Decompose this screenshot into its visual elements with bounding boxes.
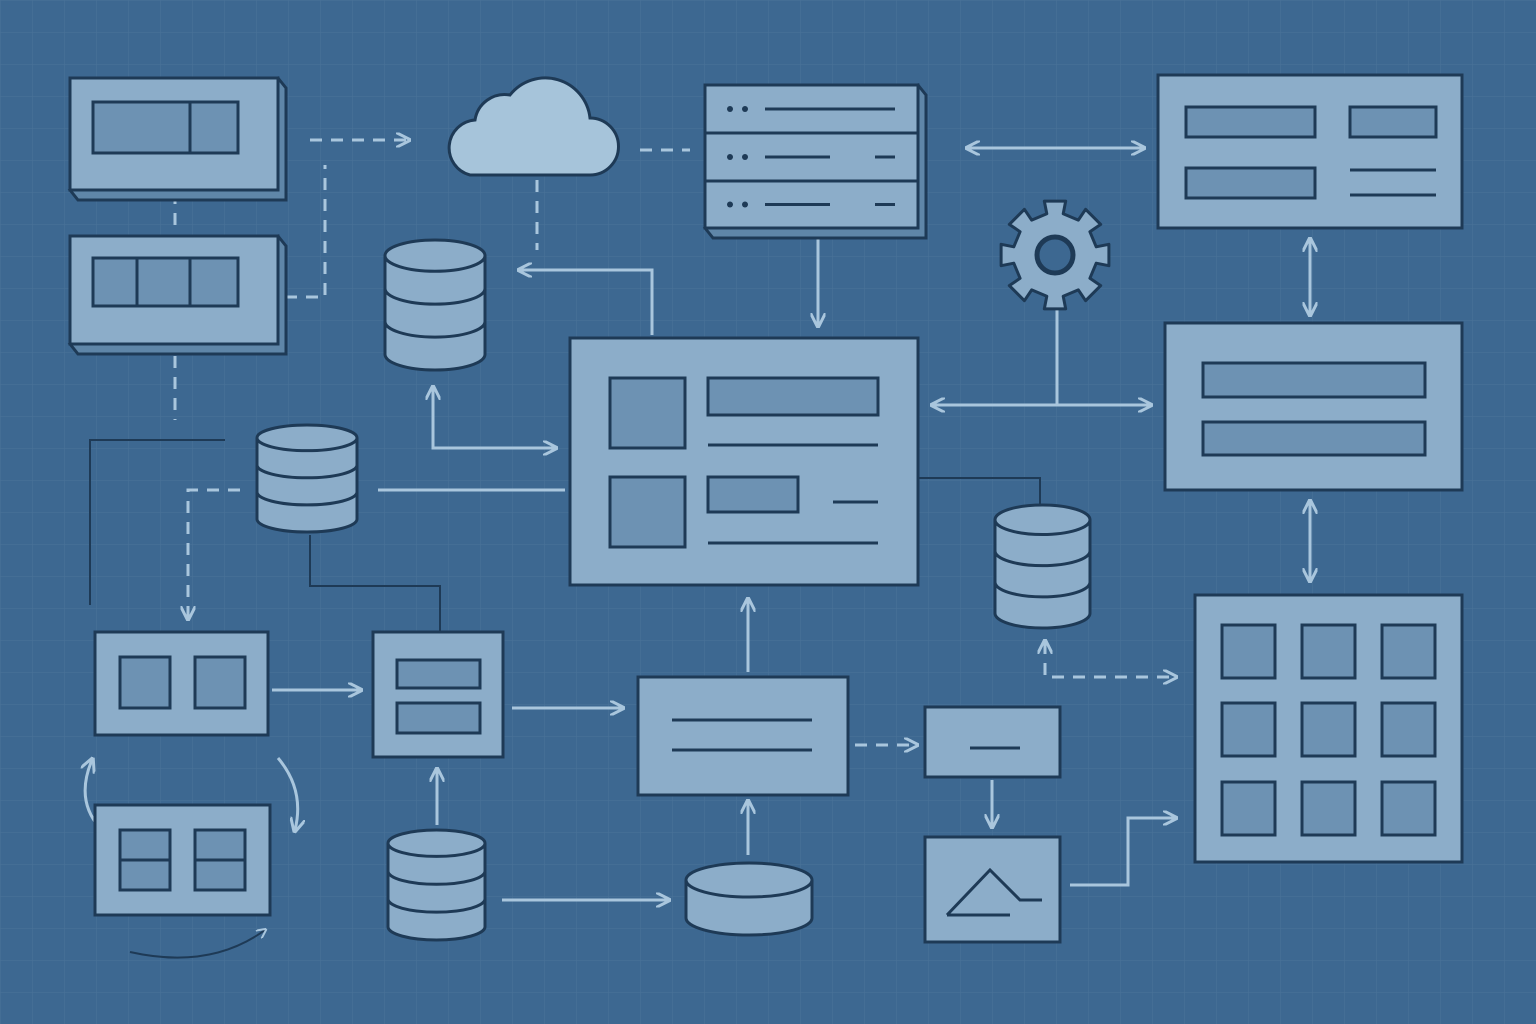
module-box-1 [67,76,288,202]
grid-cell [1300,623,1357,680]
node-box [371,630,505,759]
arrow [1070,818,1175,887]
connector [309,535,441,632]
node-box [1201,361,1427,399]
database-icon [383,238,487,372]
grid-cell [1380,623,1437,680]
chart-icon [923,835,1062,944]
grid-cell [1300,701,1357,758]
panel-top-right [1156,73,1464,230]
node-box [923,835,1062,944]
gear-hole [1034,234,1076,276]
database-band [386,898,487,914]
grid-cell [1380,701,1437,758]
status-dot [727,201,733,208]
cycle-arrow [276,757,298,830]
database-top [684,861,814,899]
node-box [706,475,800,514]
cloud-icon [447,76,620,177]
dashed-arrow [188,488,240,618]
status-dot [742,106,748,112]
database-band [993,581,1092,599]
database-band [993,550,1092,568]
database-icon [255,423,359,534]
node-box [1156,73,1464,230]
node-box [395,701,482,735]
node-box [636,675,850,797]
node-box [1184,105,1317,139]
double-arrow [433,388,555,448]
panel-right-mid [1163,321,1464,492]
connector [918,477,1041,505]
node-box [1163,321,1464,492]
node-box [1184,166,1317,200]
database-top [383,238,487,273]
grid-cell [1300,780,1357,837]
database-icon [386,828,487,942]
node-box [1348,105,1438,139]
database-body [993,519,1092,630]
node-box [91,100,240,155]
database-band [386,870,487,886]
module-box-2 [67,234,288,356]
status-dot [742,154,748,160]
node-box [1201,420,1427,457]
database-band [383,321,487,339]
cycle-arrow [129,930,265,959]
node-box [706,376,880,417]
status-dot [727,106,733,112]
module-box-5 [93,803,272,917]
grid-cell [1220,701,1277,758]
database-band [255,491,359,507]
node-box [118,655,172,710]
grid-panel-icon [1193,593,1464,864]
central-panel [568,336,920,587]
node-box [193,655,247,710]
grid-cell [1220,780,1277,837]
module-box-4 [371,630,505,759]
status-dot [742,201,748,208]
connector [89,439,225,605]
grid-cell [1220,623,1277,680]
node-box [608,376,687,450]
dashed-link [285,165,327,299]
database-top [386,828,487,858]
database-band [255,464,359,480]
dashed-double-arrow [1045,642,1175,677]
node-box [91,256,240,308]
small-box [923,705,1062,779]
status-dot [727,154,733,160]
server-rack-icon [702,82,928,240]
database-top [255,423,359,453]
cloud-shape [447,76,620,177]
connectors [85,140,1310,959]
chart-line [945,867,1042,917]
database-body [255,437,359,534]
database-top [993,503,1092,537]
grid-cell [1380,780,1437,837]
process-box [636,675,850,797]
module-box-3 [93,630,270,737]
database-icon [993,503,1092,630]
arrow [520,270,654,335]
flat-database-icon [684,861,814,937]
gear-icon [999,199,1111,311]
database-body [386,843,487,942]
database-body [383,255,487,372]
node-box [395,658,482,690]
node-box [608,475,687,549]
database-band [383,288,487,306]
node-box [923,705,1062,779]
